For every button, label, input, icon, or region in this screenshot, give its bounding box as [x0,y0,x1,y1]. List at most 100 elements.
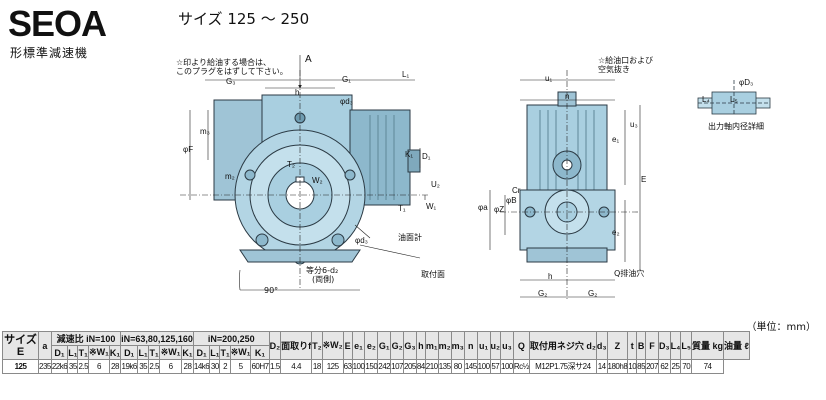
sub-header: K₁ [108,345,122,360]
table-cell: 100 [351,359,366,374]
col-header: u₁ [476,331,491,360]
sub-header: T₁ [77,345,90,360]
sub-header: T₁ [219,345,231,360]
table-cell: 18 [311,359,323,374]
table-cell: 100 [500,359,514,374]
table-cell: 84 [415,359,426,374]
table-cell: 62 [657,359,671,374]
table-cell: 19k6 [120,359,139,374]
table-cell: 2 [219,359,231,374]
sub-header: T₁ [148,345,161,360]
front-view [519,91,616,263]
col-header: u₂ [489,331,502,360]
dim-W1: W₁ [426,202,437,211]
dim-D1: D₁ [422,152,431,161]
col-header: G₂ [390,331,404,360]
dim-phi-Z: φZ [494,205,505,214]
dim-phi-B: φB [506,196,517,205]
table-cell: 10 [627,359,638,374]
col-header: 取付用ネジ穴 d₂ [528,331,597,360]
col-header: d₃ [595,331,608,360]
sub-header: K₁ [250,345,270,360]
dim-phi-d3-lower: φd₃ [355,236,368,245]
dim-phi-D3: φD₃ [739,78,754,87]
oil-plug-note-line2: このプラグをはずして下さい。 [176,67,288,76]
col-header: m₂ [437,331,452,360]
table-cell: 150 [364,359,379,374]
dim-K1: K₁ [405,150,414,159]
table-cell: 25 [669,359,682,374]
col-header: D₃ [657,331,671,360]
col-header: G₃ [403,331,417,360]
oil-gauge-label: 油面計 [398,233,422,242]
col-header: u₃ [500,331,514,360]
model-name: SEOA [8,3,107,44]
oil-plug-note-line1: ☆印より給油する場合は、 [176,58,272,67]
group-ratio-63: iN=63,80,125,160 [120,331,194,346]
mounting-face-label: 取付面 [421,270,445,279]
col-header: L₅ [680,331,693,360]
table-header-row-2: D₁ L₁ T₁ ※W₁ K₁ D₁ L₁ T₁ ※W₁ K₁ D₁ L₁ T₁… [3,345,750,360]
sub-header: D₁ [120,345,139,360]
col-header: e₂ [364,331,379,360]
table-cell: 2.5 [77,359,90,374]
table-cell: 2.5 [148,359,161,374]
sub-header: L₁ [209,345,221,360]
dim-h: h [295,88,300,97]
dim-m2: m₂ [225,172,235,181]
sub-header: K₁ [181,345,194,360]
dim-u3: u₃ [630,120,638,129]
dim-W2: W₂ [312,176,323,185]
sub-header: ※W₁ [88,345,110,360]
table-cell: 28 [181,359,194,374]
table-cell: 205 [403,359,417,374]
col-header: m₁ [424,331,439,360]
dim-L5: L₅ [730,95,738,104]
table-cell: 80 [450,359,465,374]
dim-G2-right: G₂ [588,289,598,298]
dim-u1: u₁ [545,74,553,83]
dim-Cr: Cr [512,186,521,195]
shaft-detail [697,80,771,116]
holes-note-line2: (両側) [312,275,335,284]
sub-header: ※W₁ [159,345,183,360]
drain-label: Q排油穴 [614,269,645,278]
dim-e2: e₂ [612,228,620,237]
table-cell: 207 [645,359,659,374]
col-header: T₂ [311,331,323,360]
dim-m3: m₃ [200,127,210,136]
dim-L4: L₄ [702,95,710,104]
angle-label: 90° [264,286,279,295]
table-row: 125 235 22k6 35 2.5 6 28 19k6 35 2.5 6 2… [2,359,750,374]
size-header: サイズ E [2,331,39,360]
table-cell: 235 [38,359,52,374]
table-cell: 57 [489,359,502,374]
col-header: 面取りf [280,331,313,360]
dim-T1: T₁ [398,204,406,213]
table-cell: 35 [137,359,150,374]
table-cell: 125 [321,359,344,374]
col-header: ※W₂ [321,331,344,360]
col-header: G₁ [377,331,392,360]
size-cell: 125 [2,359,39,374]
table-cell: 210 [424,359,439,374]
oil-port-note-line1: ☆給油口および [598,56,654,65]
table-cell: 6 [159,359,183,374]
table-cell: 22k6 [50,359,69,374]
group-ratio-200: iN=200,250 [192,331,270,346]
table-cell: 4.4 [280,359,313,374]
model-subtitle: 形標準減速機 [10,46,89,60]
dim-e1: e₁ [612,135,620,144]
gearbox-dimension-drawing [180,55,771,300]
table-cell: 135 [437,359,452,374]
dim-G3: G₃ [226,77,236,86]
col-header: 油量 ℓ [723,331,750,360]
col-header: F [645,331,659,360]
table-cell: 85 [636,359,647,374]
table-header-row-1: サイズ E a 減速比 iN=100 iN=63,80,125,160 iN=2… [2,331,750,360]
col-header: h [415,331,426,360]
dim-phi-a: φa [478,203,488,212]
col-header: L₄ [669,331,682,360]
col-header: Z [606,331,629,360]
table-cell: 242 [377,359,392,374]
